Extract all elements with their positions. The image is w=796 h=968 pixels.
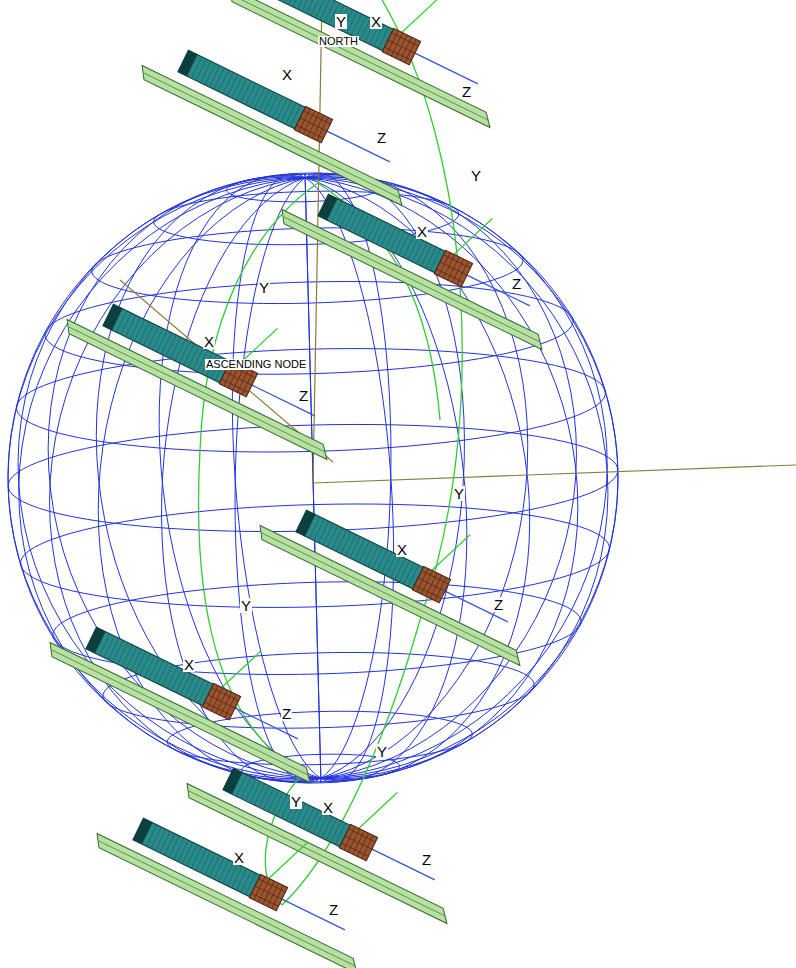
axis-label: Z	[421, 852, 432, 867]
satellite	[62, 244, 369, 460]
orbit-track	[199, 0, 463, 905]
satellite	[45, 567, 352, 783]
axis-label: Z	[511, 276, 522, 291]
axis-label: X	[233, 850, 245, 865]
axis-label: Z	[281, 706, 292, 721]
axis-label: X	[183, 657, 195, 672]
axis-label: Y	[290, 794, 302, 809]
axis-label: X	[396, 542, 408, 557]
axis-label: Z	[493, 597, 504, 612]
axis-label: Z	[376, 130, 387, 145]
reference-label: NORTH	[318, 36, 359, 47]
axis-label: X	[416, 224, 428, 239]
satellite	[137, 34, 423, 206]
axis-label: Y	[240, 598, 252, 613]
satellite	[92, 758, 399, 968]
axis-label: Z	[328, 902, 339, 917]
axis-label: Y	[376, 744, 388, 759]
axis-label: Y	[335, 14, 347, 29]
reference-axes	[120, 0, 796, 483]
axis-label: X	[370, 14, 382, 29]
axis-label: X	[322, 800, 334, 815]
reference-label: ASCENDING NODE	[205, 359, 307, 370]
axis-label: Y	[453, 486, 465, 501]
axis-label: Z	[461, 84, 472, 99]
satellite	[182, 708, 489, 924]
axis-label: Z	[298, 388, 309, 403]
satellite	[255, 450, 562, 666]
axis-label: Y	[258, 280, 270, 295]
axis-label: X	[281, 67, 293, 82]
axis-label: X	[203, 334, 215, 349]
satellite	[277, 134, 584, 350]
axis-label: Y	[470, 168, 482, 183]
